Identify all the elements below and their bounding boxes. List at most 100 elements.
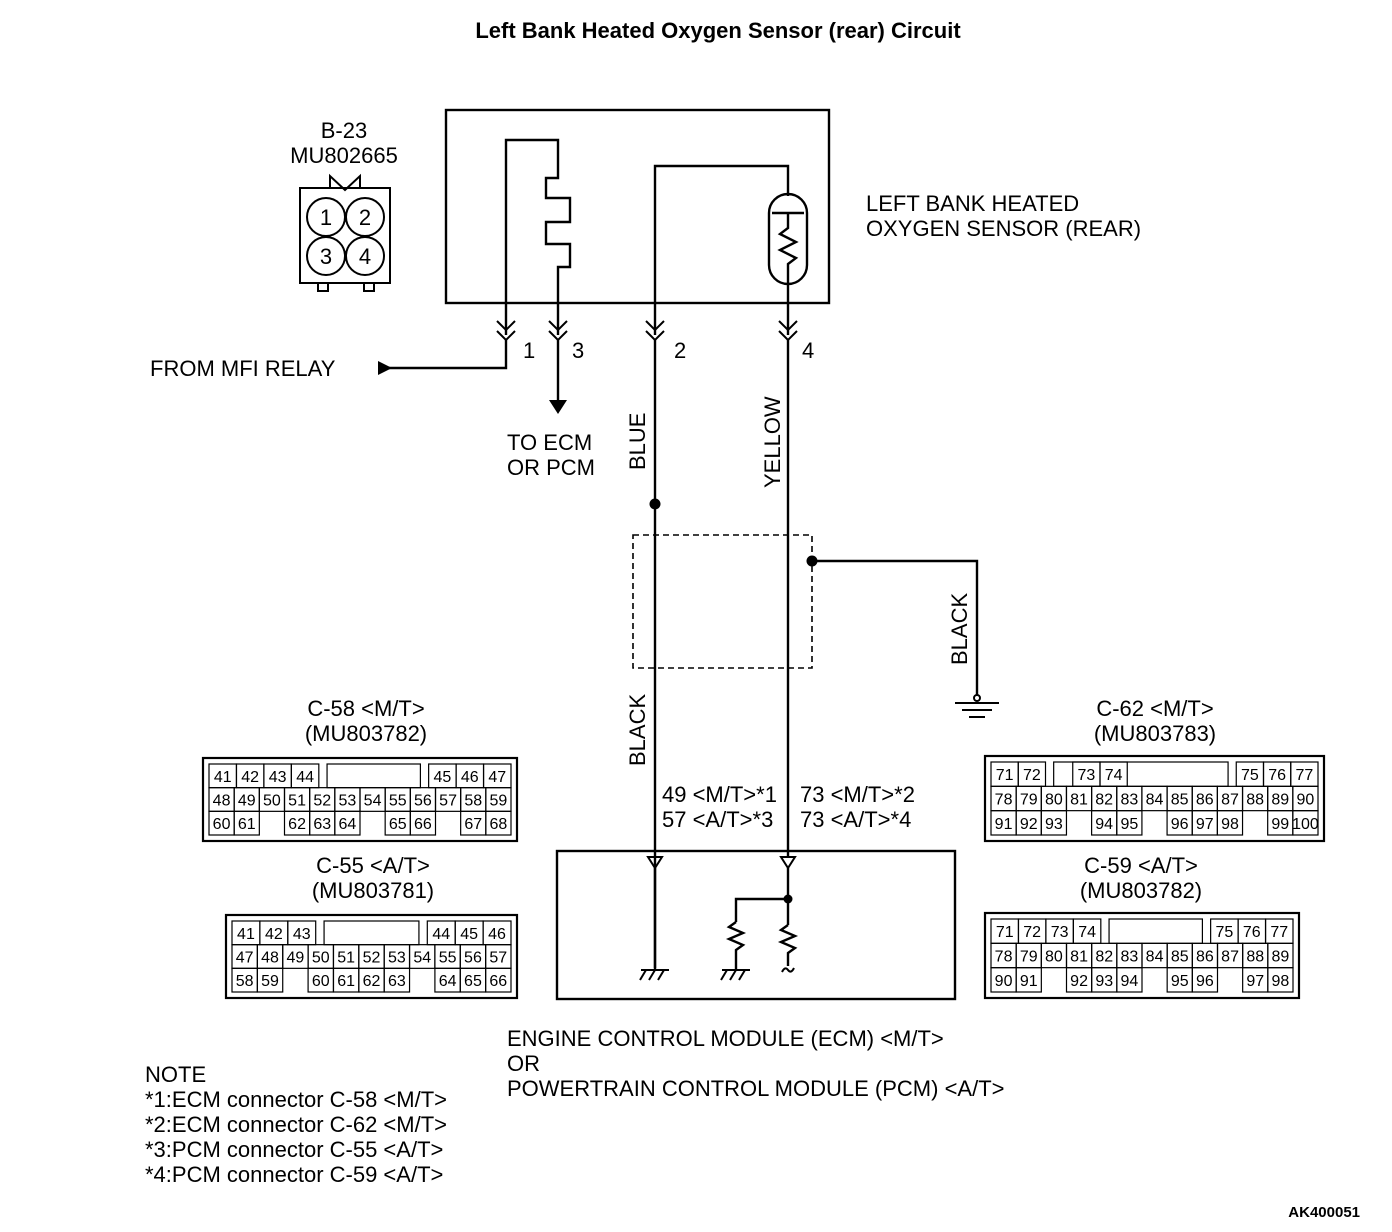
from-mfi-relay-label: FROM MFI RELAY — [150, 356, 336, 381]
terminal-icon — [779, 856, 797, 870]
pin-label: 3 — [320, 244, 332, 269]
connector-pin-number: 45 — [433, 769, 451, 786]
connector-pin-number: 52 — [313, 793, 331, 810]
connector-pin-number: 74 — [1078, 924, 1096, 941]
connector-pin-number: 75 — [1215, 924, 1233, 941]
resistor-icon — [725, 921, 747, 970]
connector-pin-number: 94 — [1095, 816, 1113, 833]
connector-id: B-23 — [321, 118, 367, 143]
note-line: *2:ECM connector C-62 <M/T> — [145, 1112, 447, 1137]
connector-cell — [1040, 810, 1068, 836]
connector-key-slot — [1108, 918, 1204, 944]
connector-pin-number: 76 — [1268, 767, 1286, 784]
wire-color-yellow: YELLOW — [760, 396, 785, 488]
signal-ground-icon — [781, 967, 795, 973]
module-label-line1: ENGINE CONTROL MODULE (ECM) <M/T> — [507, 1026, 944, 1051]
connector-cell — [383, 967, 411, 993]
connector-cell — [1267, 967, 1294, 993]
connector-pin-number: 48 — [213, 793, 231, 810]
connector-pin-number: 79 — [1020, 792, 1038, 809]
heater-element-icon — [504, 138, 572, 335]
connector-pin-number: 85 — [1171, 792, 1189, 809]
connector-pin-number: 44 — [296, 769, 314, 786]
connector-pin-number: 84 — [1146, 949, 1164, 966]
c62-part: (MU803783) — [1094, 721, 1216, 746]
connector-pin-number: 52 — [363, 950, 381, 967]
chassis-ground-icon — [720, 969, 750, 981]
connector-pin-number: 73 — [1051, 924, 1069, 941]
harness-connector-chevrons — [496, 320, 798, 342]
note-line: *3:PCM connector C-55 <A/T> — [145, 1137, 443, 1162]
wire-color-black: BLACK — [625, 694, 650, 766]
connector-pin-number: 71 — [996, 924, 1014, 941]
connector-pin-number: 59 — [490, 793, 508, 810]
connector-pin-number: 93 — [1095, 973, 1113, 990]
to-ecm-label-line2: OR PCM — [507, 455, 595, 480]
connector-pin — [345, 236, 385, 276]
connector-pin-number: 98 — [1272, 973, 1290, 990]
connector-pin-number: 98 — [1221, 816, 1239, 833]
figure-code: AK400051 — [1288, 1204, 1360, 1221]
connector-outline — [983, 754, 1326, 843]
connector-cell — [409, 810, 437, 836]
pin-label: 2 — [359, 205, 371, 230]
connector-pin-number: 46 — [461, 769, 479, 786]
connector-pin-number: 71 — [996, 767, 1014, 784]
connector-pin-number: 83 — [1121, 949, 1139, 966]
connector-pin-number: 63 — [388, 973, 406, 990]
connector-pin-number: 58 — [236, 973, 254, 990]
connector-pin-number: 80 — [1045, 949, 1063, 966]
connector-pin-number: 50 — [263, 793, 281, 810]
c55-title: C-55 <A/T> — [316, 853, 430, 878]
connector-pin-number: 82 — [1095, 792, 1113, 809]
sensor-label-line1: LEFT BANK HEATED — [866, 191, 1079, 216]
connector-pin-number: 60 — [312, 973, 330, 990]
connector-pin-number: 59 — [261, 973, 279, 990]
connector-pin-number: 57 — [439, 793, 457, 810]
connector-pin-number: 72 — [1023, 767, 1041, 784]
connector-key-slot — [323, 920, 420, 946]
terminal-icon — [646, 856, 664, 870]
shield-box — [632, 534, 813, 669]
pin-number-3: 3 — [572, 338, 584, 363]
connector-cell — [485, 967, 512, 993]
ecm-terminal-right-at: 73 <A/T>*4 — [800, 807, 911, 832]
connector-pin-number: 81 — [1070, 949, 1088, 966]
connector-pin-number: 78 — [995, 792, 1013, 809]
chassis-ground-icon — [639, 969, 669, 981]
ecm-module — [555, 849, 957, 1001]
note-line: *1:ECM connector C-58 <M/T> — [145, 1087, 447, 1112]
pin-number-4: 4 — [802, 338, 814, 363]
sensor-label-line2: OXYGEN SENSOR (REAR) — [866, 216, 1141, 241]
connector-pin-number: 44 — [432, 926, 450, 943]
connector-pin-number: 65 — [464, 973, 482, 990]
connector-pin-number: 87 — [1221, 949, 1239, 966]
sensor-connector-b23: B-23 MU802665 1 2 3 4 — [290, 118, 398, 292]
connector-pin-number: 41 — [214, 769, 232, 786]
connector-pin-number: 77 — [1270, 924, 1288, 941]
connector-pin-number: 45 — [460, 926, 478, 943]
connector-pin-number: 65 — [389, 816, 407, 833]
c59-part: (MU803782) — [1080, 878, 1202, 903]
connector-pin-number: 57 — [489, 950, 507, 967]
wire-ground-black — [812, 559, 979, 696]
connector-pin-number: 47 — [236, 950, 254, 967]
c58-title: C-58 <M/T> — [307, 696, 424, 721]
connector-outline — [201, 756, 519, 843]
connector-pin-number: 76 — [1243, 924, 1261, 941]
connector-body — [299, 187, 391, 284]
ground-icon — [955, 694, 999, 718]
connector-pin-number: 53 — [339, 793, 357, 810]
connector-cell — [1015, 967, 1042, 993]
module-label-line2: OR — [507, 1051, 540, 1076]
connector-cell — [256, 967, 284, 993]
connector-pin-number: 90 — [1297, 792, 1315, 809]
sensor-box — [444, 108, 831, 305]
ecm-terminal-left-at: 57 <A/T>*3 — [662, 807, 773, 832]
connector-pin-number: 42 — [265, 926, 283, 943]
connector-pin-number: 66 — [489, 973, 507, 990]
connector-pin-number: 87 — [1221, 792, 1239, 809]
connector-pin-number: 85 — [1171, 949, 1189, 966]
